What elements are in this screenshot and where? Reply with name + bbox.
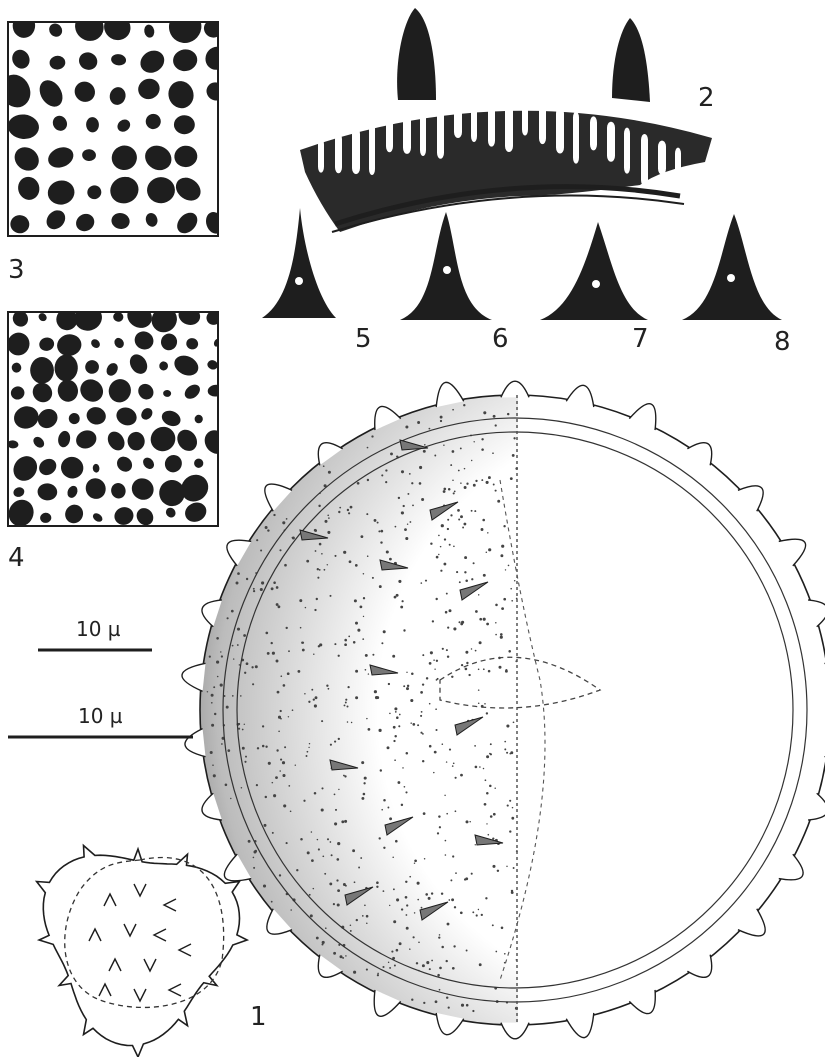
fig5-spine-section <box>262 208 336 318</box>
scale-bar-lower: 10 µ <box>8 704 193 737</box>
fig2-wall-section <box>300 8 712 232</box>
fig7-spine-section <box>540 222 648 320</box>
label-fig1: 1 <box>250 1002 267 1032</box>
fig6-spine-section <box>400 212 492 320</box>
fig1-polar-outline <box>37 846 248 1057</box>
fig4-texture-panel <box>4 301 231 530</box>
label-fig4: 4 <box>8 543 25 573</box>
label-fig5: 5 <box>355 324 372 354</box>
fig1-pollen-grain <box>182 381 825 1039</box>
scale-bar-upper-label: 10 µ <box>76 617 121 641</box>
label-fig8: 8 <box>774 327 791 357</box>
scale-bar-upper: 10 µ <box>38 617 152 650</box>
label-fig6: 6 <box>492 324 509 354</box>
label-fig7: 7 <box>632 324 649 354</box>
label-fig3: 3 <box>8 255 25 285</box>
label-fig2: 2 <box>698 83 715 113</box>
fig3-texture-panel <box>0 4 231 237</box>
fig8-spine-section <box>682 214 782 320</box>
scale-bar-lower-label: 10 µ <box>78 704 123 728</box>
